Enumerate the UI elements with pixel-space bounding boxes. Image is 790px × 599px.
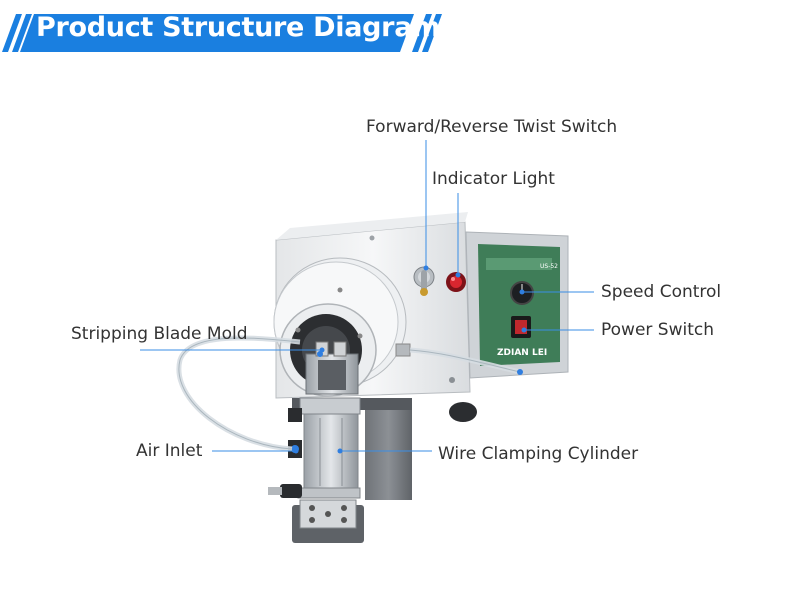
label-air-inlet: Air Inlet — [136, 441, 203, 461]
banner-stripe-left-2 — [12, 14, 32, 52]
leader-lines — [140, 140, 594, 452]
label-power-switch: Power Switch — [601, 320, 715, 340]
label-speed-control: Speed Control — [601, 282, 722, 302]
banner-stripe-left-1 — [2, 14, 22, 52]
label-wire-clamping-cylinder: Wire Clamping Cylinder — [438, 444, 639, 464]
header-banner — [2, 14, 442, 52]
leader-dots — [293, 265, 527, 454]
label-stripping-blade-mold: Stripping Blade Mold — [71, 324, 248, 344]
label-forward-reverse-switch: Forward/Reverse Twist Switch — [366, 117, 618, 137]
rubber-foot — [449, 402, 477, 422]
banner-stripe-right-2 — [422, 14, 442, 52]
label-indicator-light: Indicator Light — [432, 169, 555, 189]
clamping-cylinder — [297, 397, 361, 529]
page-title: Product Structure Diagram — [36, 12, 440, 43]
panel-model-text: US-52 — [540, 263, 558, 270]
panel-brand-text: ZDIAN LEI — [497, 348, 547, 358]
blade-mold-block — [305, 341, 359, 395]
control-box: US-52 ZDIAN LEI — [465, 231, 569, 379]
twist-switch[interactable] — [413, 266, 435, 296]
banner-body — [20, 14, 414, 52]
banner-stripe-right-1 — [412, 14, 432, 52]
indicator-lamp — [446, 272, 466, 292]
